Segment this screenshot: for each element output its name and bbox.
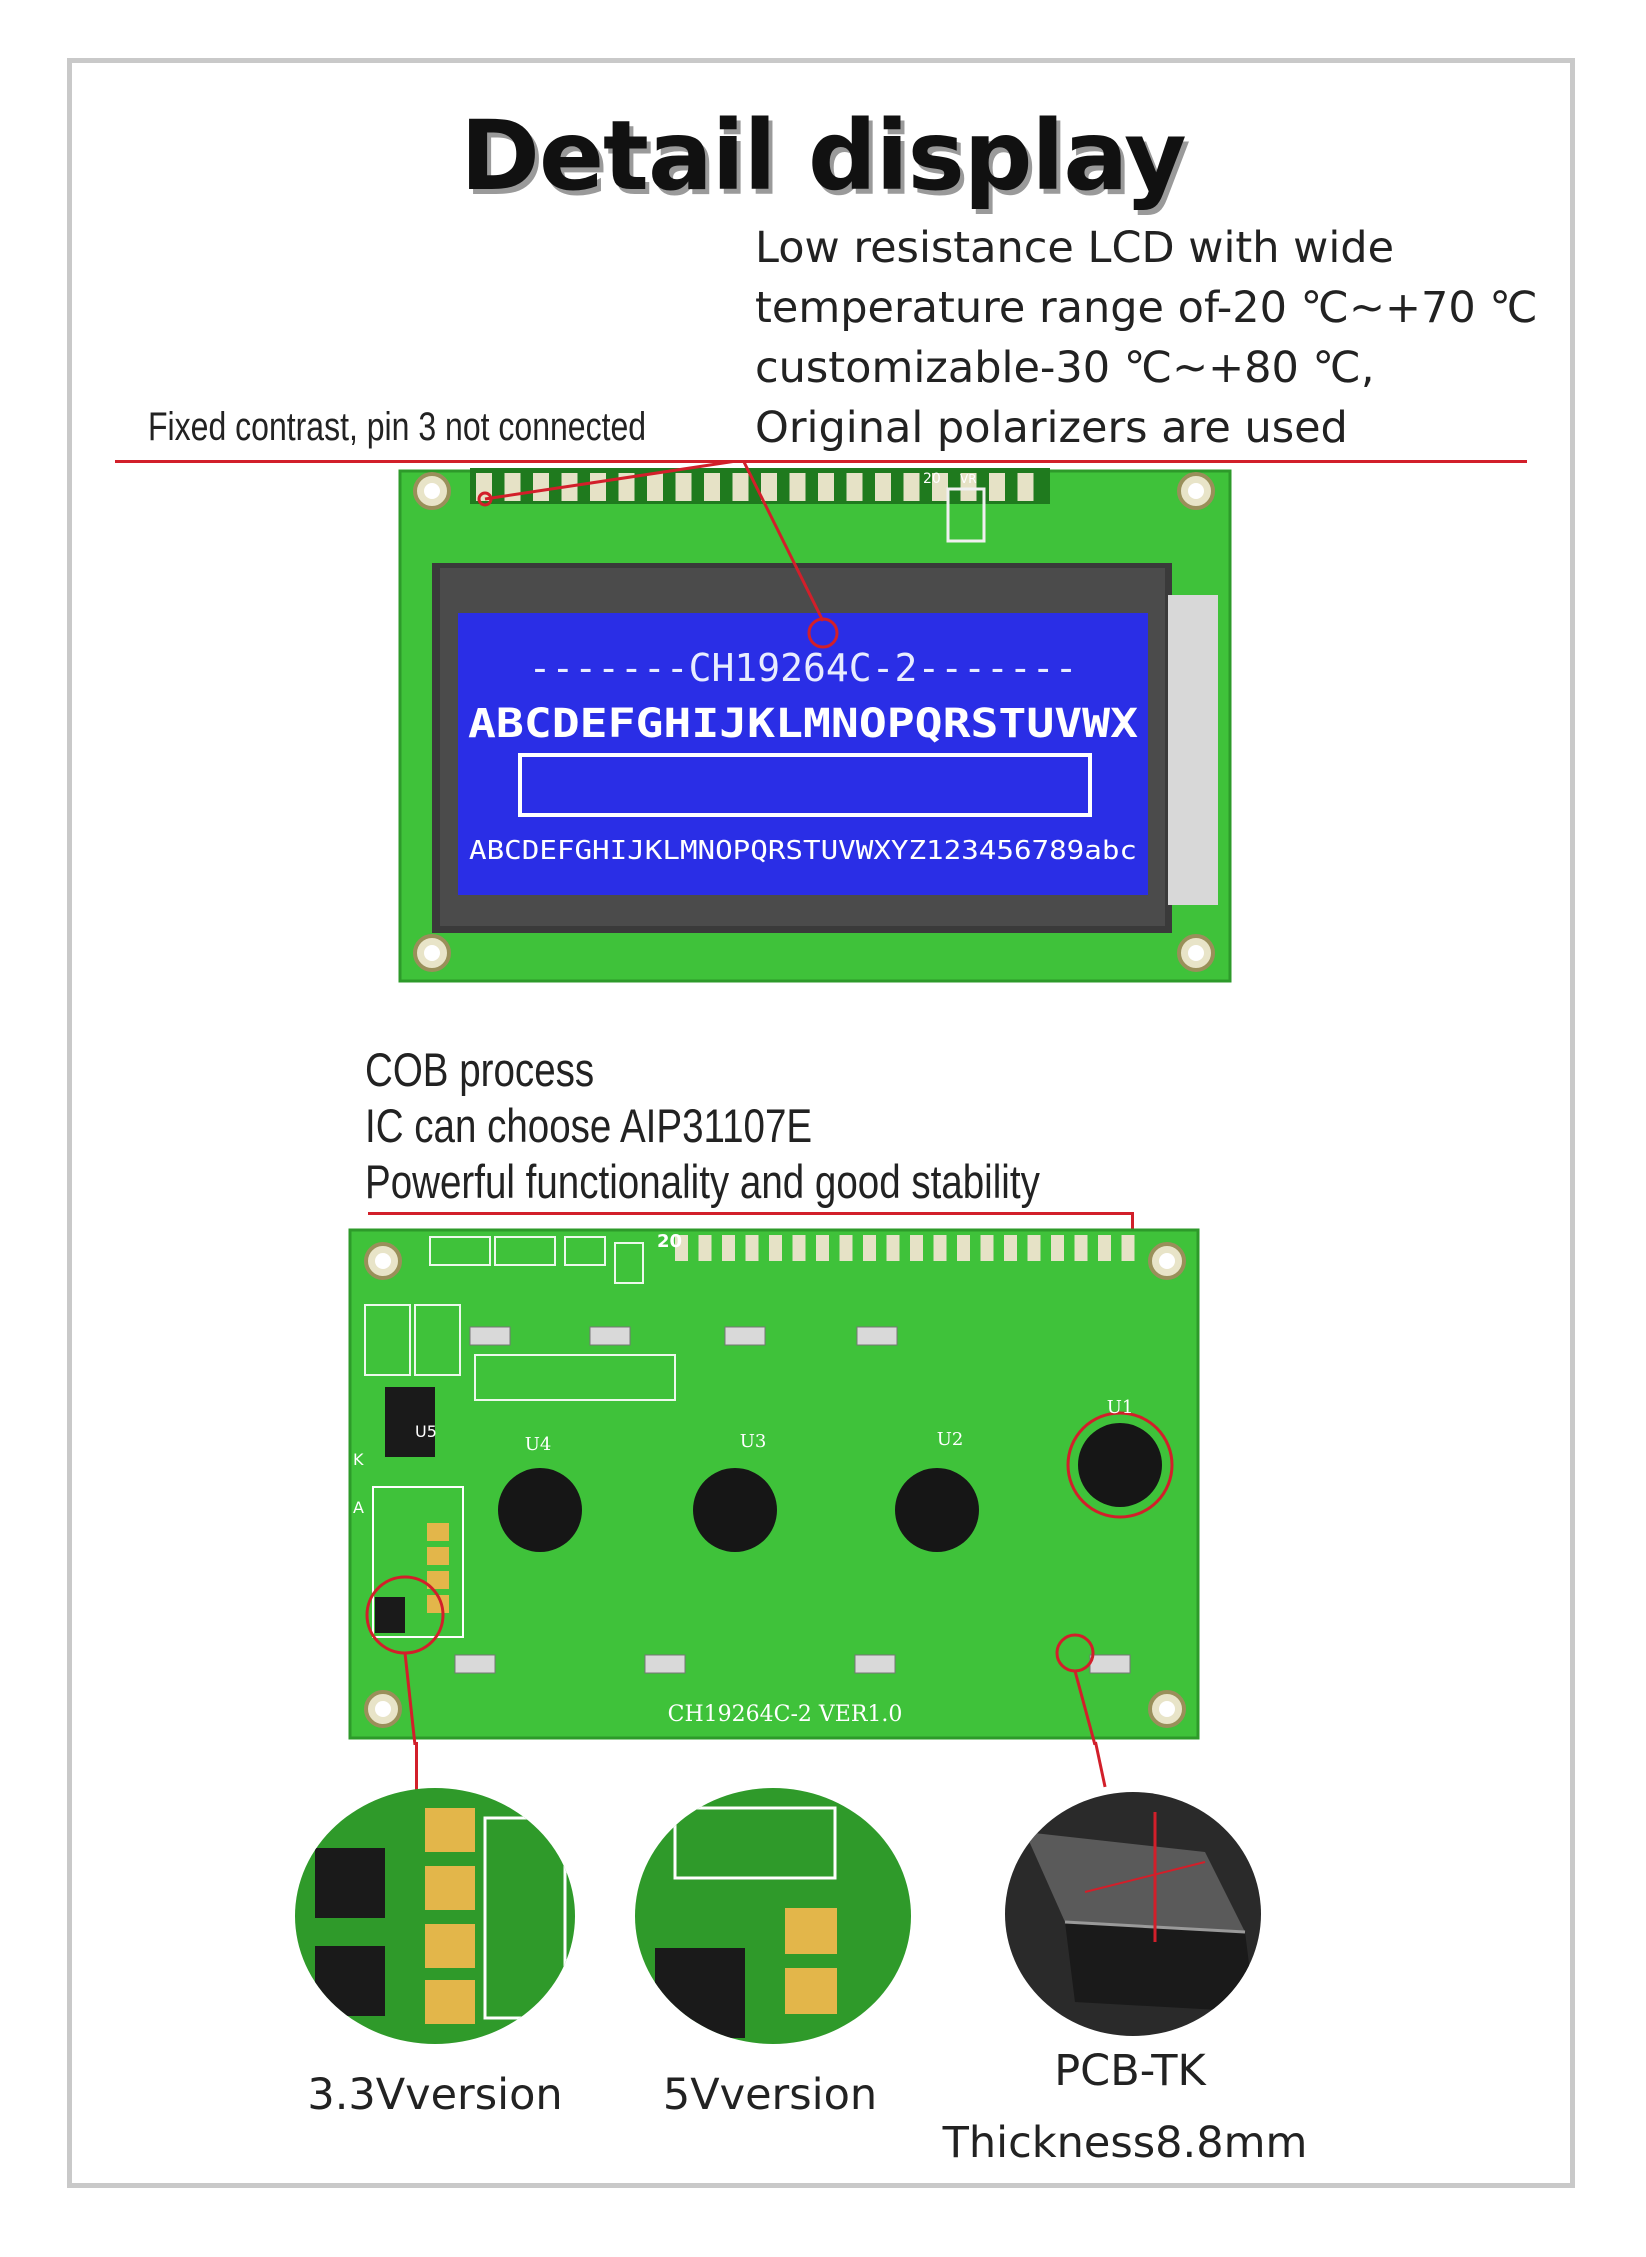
pin bbox=[732, 473, 749, 501]
pin bbox=[675, 1235, 688, 1261]
pcb-back: 20 U5 K A U4 U3 U2 U1 bbox=[348, 1228, 1200, 1745]
lcd-line-2: ABCDEFGHIJKLMNOPQRSTUVWX bbox=[468, 701, 1138, 747]
pin bbox=[1051, 1235, 1064, 1261]
zoom-pcb-thickness bbox=[1005, 1792, 1261, 2036]
pin bbox=[722, 1235, 735, 1261]
zoom-33v bbox=[295, 1788, 575, 2044]
pin bbox=[704, 473, 720, 501]
page-frame bbox=[67, 58, 1575, 2188]
pin bbox=[846, 473, 863, 501]
pin bbox=[903, 473, 920, 501]
note-line: customizable-30 ℃~+80 ℃, bbox=[755, 343, 1375, 393]
caption-3-3v: 3.3Vversion bbox=[307, 2070, 563, 2120]
pin bbox=[675, 473, 692, 501]
lcd-line-1: -------CH19264C-2------- bbox=[528, 646, 1077, 690]
pin bbox=[933, 1235, 947, 1261]
pin bbox=[863, 1235, 876, 1261]
caption-5v: 5Vversion bbox=[662, 2070, 878, 2120]
pin bbox=[1098, 1235, 1111, 1261]
pin bbox=[618, 473, 635, 501]
pin bbox=[910, 1235, 923, 1261]
pin bbox=[789, 473, 806, 501]
u5-label: U5 bbox=[415, 1422, 437, 1441]
pcb-pin-20: 20 bbox=[657, 1231, 682, 1252]
pin bbox=[1017, 473, 1034, 501]
k-label: K bbox=[353, 1450, 364, 1469]
lcd-module-front: 20 VR -------CH19264C-2------- ABCDEFGHI… bbox=[398, 463, 1232, 983]
cob-note-line: COB process bbox=[365, 1043, 595, 1096]
pin bbox=[698, 1235, 712, 1261]
contrast-note: Fixed contrast, pin 3 not connected bbox=[148, 405, 647, 449]
cob-underline bbox=[368, 1212, 1131, 1215]
board-version-label: CH19264C-2 VER1.0 bbox=[668, 1702, 903, 1727]
pin bbox=[1027, 1235, 1041, 1261]
lcd-frame-box bbox=[518, 753, 1092, 817]
zoom-pointer-left bbox=[415, 1742, 418, 1794]
zoom-5v bbox=[635, 1788, 911, 2044]
pin bbox=[875, 473, 891, 501]
cob-note-line: IC can choose AIP31107E bbox=[365, 1099, 813, 1152]
caption-thickness: Thickness8.8mm bbox=[942, 2118, 1308, 2168]
cob-note-line: Powerful functionality and good stabilit… bbox=[365, 1155, 1040, 1208]
pin bbox=[1121, 1235, 1135, 1261]
pin bbox=[886, 1235, 900, 1261]
pin bbox=[1074, 1235, 1088, 1261]
pin bbox=[932, 473, 948, 501]
vr-label: VR bbox=[960, 472, 977, 486]
pin bbox=[792, 1235, 806, 1261]
pin bbox=[957, 1235, 970, 1261]
chip-label-u4: U4 bbox=[525, 1434, 552, 1455]
cob-note: COB process IC can choose AIP31107E Powe… bbox=[365, 1042, 1040, 1210]
lcd-feature-note: Low resistance LCD with wide temperature… bbox=[755, 218, 1538, 458]
note-line: Low resistance LCD with wide bbox=[755, 223, 1395, 273]
a-label: A bbox=[353, 1498, 364, 1517]
chip-label-u2: U2 bbox=[937, 1429, 964, 1450]
pin bbox=[980, 1235, 994, 1261]
note-line: temperature range of-20 ℃~+70 ℃ bbox=[755, 283, 1538, 333]
pin bbox=[960, 473, 977, 501]
caption-pcb-tk: PCB-TK bbox=[1054, 2046, 1206, 2096]
divider-line bbox=[115, 460, 1527, 463]
pin bbox=[761, 473, 777, 501]
pin-label-20: 20 bbox=[923, 471, 941, 487]
pin bbox=[818, 473, 834, 501]
note-line: Original polarizers are used bbox=[755, 403, 1348, 453]
pin bbox=[989, 473, 1005, 501]
pin bbox=[647, 473, 663, 501]
pin bbox=[590, 473, 606, 501]
pin bbox=[769, 1235, 782, 1261]
cob-chips: U4 U3 U2 U1 bbox=[498, 1397, 1174, 1552]
pin bbox=[533, 473, 549, 501]
pin bbox=[1004, 1235, 1017, 1261]
chip-label-u3: U3 bbox=[740, 1431, 767, 1452]
page-title: Detail display bbox=[460, 100, 1187, 212]
pin bbox=[745, 1235, 759, 1261]
pin bbox=[816, 1235, 829, 1261]
lcd-line-4: ABCDEFGHIJKLMNOPQRSTUVWXYZ123456789abc bbox=[469, 836, 1137, 866]
pin bbox=[839, 1235, 853, 1261]
chip-label-u1: U1 bbox=[1107, 1397, 1134, 1418]
